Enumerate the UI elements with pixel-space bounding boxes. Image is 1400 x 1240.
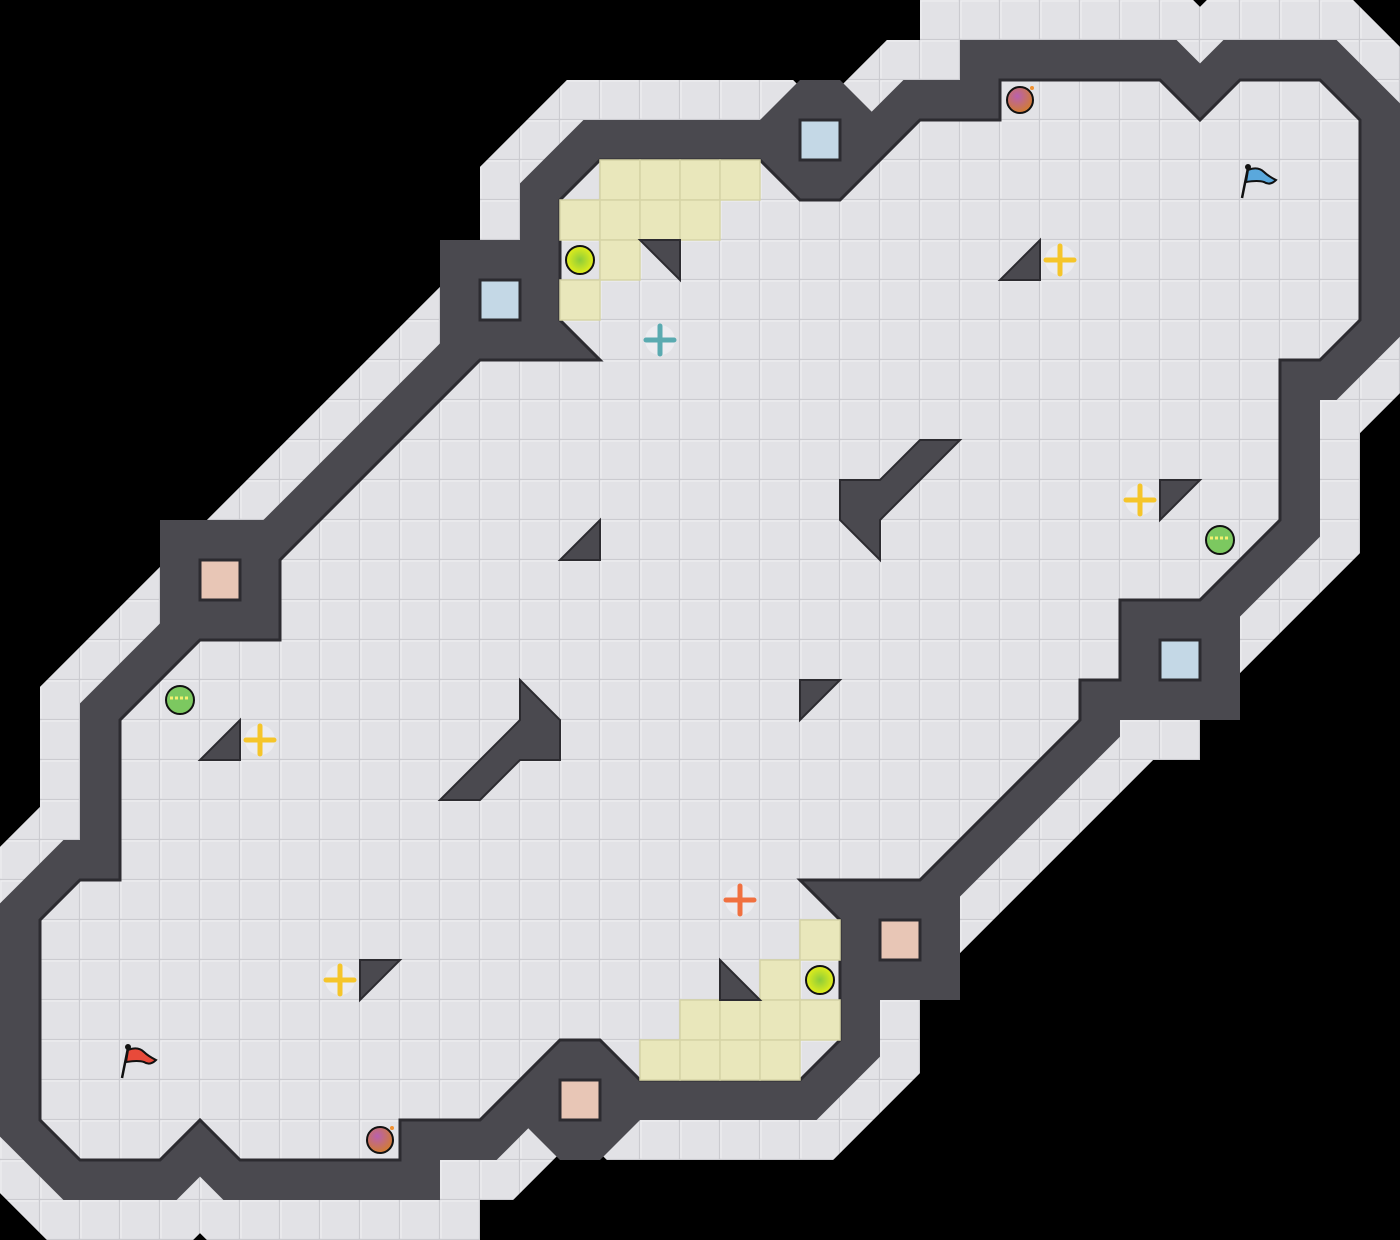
green-ball-icon bbox=[1205, 525, 1235, 555]
wall-triangle bbox=[1159, 479, 1203, 523]
powerups bbox=[565, 245, 835, 995]
yellow-zone-tiles bbox=[559, 159, 841, 1081]
boost-icon bbox=[1123, 483, 1157, 517]
blue-gate bbox=[1158, 638, 1202, 682]
powerup-icon bbox=[805, 965, 835, 995]
red-gate bbox=[198, 558, 242, 602]
wall-triangle bbox=[359, 959, 403, 1003]
wall-triangle bbox=[997, 237, 1041, 281]
bomb-icon bbox=[366, 1126, 394, 1154]
red-gate bbox=[878, 918, 922, 962]
teal-boost-icon bbox=[643, 323, 677, 357]
floor bbox=[38, 78, 1362, 1162]
wall-triangle bbox=[557, 517, 601, 561]
bombs bbox=[366, 86, 1034, 1154]
red-gate bbox=[558, 1078, 602, 1122]
wall-triangle bbox=[799, 679, 843, 723]
blue-gate bbox=[798, 118, 842, 162]
blue-gate bbox=[478, 278, 522, 322]
interior-walls bbox=[197, 237, 1203, 1003]
wall-piece bbox=[437, 677, 561, 801]
boost-icon bbox=[243, 723, 277, 757]
blue-flag-icon bbox=[1240, 164, 1278, 199]
green-ball-icon bbox=[165, 685, 195, 715]
boosts bbox=[243, 243, 1157, 997]
powerup-icon bbox=[565, 245, 595, 275]
wall-triangle bbox=[197, 717, 241, 761]
boost-icon bbox=[1043, 243, 1077, 277]
green-balls bbox=[165, 525, 1235, 715]
wall-piece bbox=[839, 439, 963, 563]
red-gates bbox=[198, 558, 922, 1122]
wall-triangle bbox=[719, 957, 763, 1001]
boost-icon bbox=[323, 963, 357, 997]
red-flag-icon bbox=[120, 1044, 158, 1079]
red-boost-icon bbox=[723, 883, 757, 917]
bomb-icon bbox=[1006, 86, 1034, 114]
blue-gates bbox=[478, 118, 1202, 682]
wall-triangle bbox=[637, 239, 681, 283]
